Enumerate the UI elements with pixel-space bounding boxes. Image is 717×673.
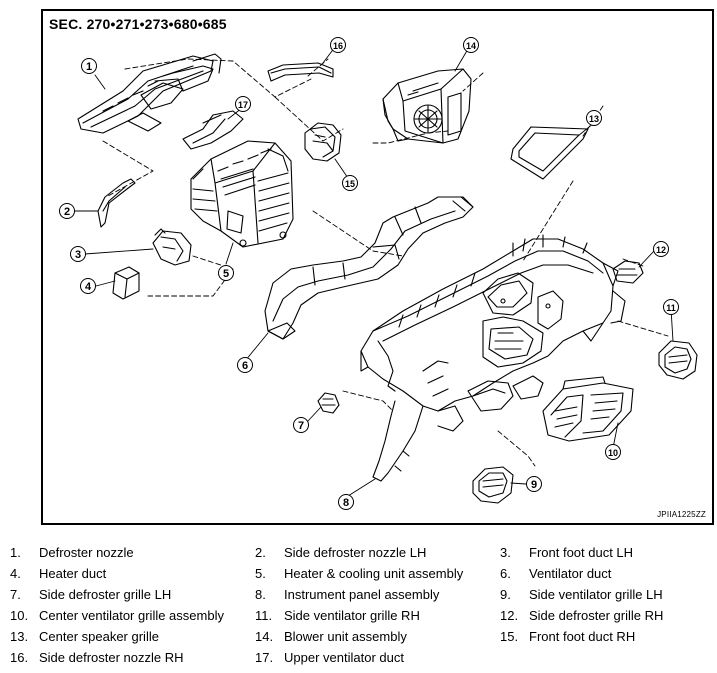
svg-text:10: 10 xyxy=(608,448,618,458)
svg-text:16: 16 xyxy=(333,41,343,51)
svg-text:14: 14 xyxy=(466,41,476,51)
part-center-ventilator-grille xyxy=(542,376,634,442)
callout-17: 17 xyxy=(235,96,251,112)
callout-2: 2 xyxy=(59,203,75,219)
part-defroster-nozzle xyxy=(77,53,222,134)
svg-text:12: 12 xyxy=(656,245,666,255)
part-heater-duct xyxy=(112,266,140,300)
part-upper-ventilator-duct xyxy=(182,110,244,150)
callout-5: 5 xyxy=(218,265,234,281)
svg-text:1: 1 xyxy=(86,61,92,73)
part-side-ventilator-grille-rh xyxy=(658,340,698,380)
part-blower-unit-assembly xyxy=(382,68,472,144)
callout-4: 4 xyxy=(80,278,96,294)
svg-text:6: 6 xyxy=(242,360,248,372)
image-code: JPIIA1225ZZ xyxy=(657,510,706,519)
callout-16: 16 xyxy=(330,37,346,53)
svg-text:2: 2 xyxy=(64,206,70,218)
callout-12: 12 xyxy=(653,241,669,257)
callout-8: 8 xyxy=(338,494,354,510)
exploded-diagram: 1 2 3 4 5 6 7 8 9 10 11 12 13 14 15 16 1… xyxy=(41,9,714,525)
part-front-foot-duct-lh xyxy=(152,228,192,266)
svg-text:7: 7 xyxy=(298,420,304,432)
svg-text:9: 9 xyxy=(531,479,537,491)
svg-text:8: 8 xyxy=(343,497,349,509)
section-label: SEC. 270•271•273•680•685 xyxy=(49,16,227,32)
part-side-defroster-nozzle-lh xyxy=(97,178,136,228)
diagram-drawing: 1 2 3 4 5 6 7 8 9 10 11 12 13 14 15 16 1… xyxy=(59,37,698,510)
parts-legend: 1.Defroster nozzle 2.Side defroster nozz… xyxy=(10,545,664,665)
callout-leaders xyxy=(74,46,674,497)
callout-15: 15 xyxy=(342,175,358,191)
callout-14: 14 xyxy=(463,37,479,53)
callout-7: 7 xyxy=(293,417,309,433)
svg-text:3: 3 xyxy=(75,249,81,261)
dashed-connectors xyxy=(102,58,669,467)
part-side-defroster-grille-rh xyxy=(612,260,644,284)
part-ventilator-duct xyxy=(264,196,474,340)
part-instrument-panel xyxy=(360,234,626,482)
callout-3: 3 xyxy=(70,246,86,262)
callout-1: 1 xyxy=(81,58,97,74)
part-side-ventilator-grille-lh xyxy=(472,466,514,504)
callout-6: 6 xyxy=(237,357,253,373)
callout-9: 9 xyxy=(526,476,542,492)
part-side-defroster-grille-lh xyxy=(317,392,340,414)
part-front-foot-duct-rh xyxy=(304,122,342,162)
svg-text:5: 5 xyxy=(223,268,229,280)
callout-10: 10 xyxy=(605,444,621,460)
part-heater-cooling-unit xyxy=(190,140,294,248)
callout-circles: 1 2 3 4 5 6 7 8 9 10 11 12 13 14 15 16 1… xyxy=(59,37,679,510)
callout-11: 11 xyxy=(663,299,679,315)
svg-text:11: 11 xyxy=(666,303,676,313)
svg-text:17: 17 xyxy=(238,100,248,110)
part-side-defroster-nozzle-rh xyxy=(267,62,334,82)
svg-text:4: 4 xyxy=(85,281,92,293)
svg-text:15: 15 xyxy=(345,179,355,189)
part-center-speaker-grille xyxy=(510,126,589,180)
svg-text:13: 13 xyxy=(589,114,599,124)
callout-13: 13 xyxy=(586,110,602,126)
